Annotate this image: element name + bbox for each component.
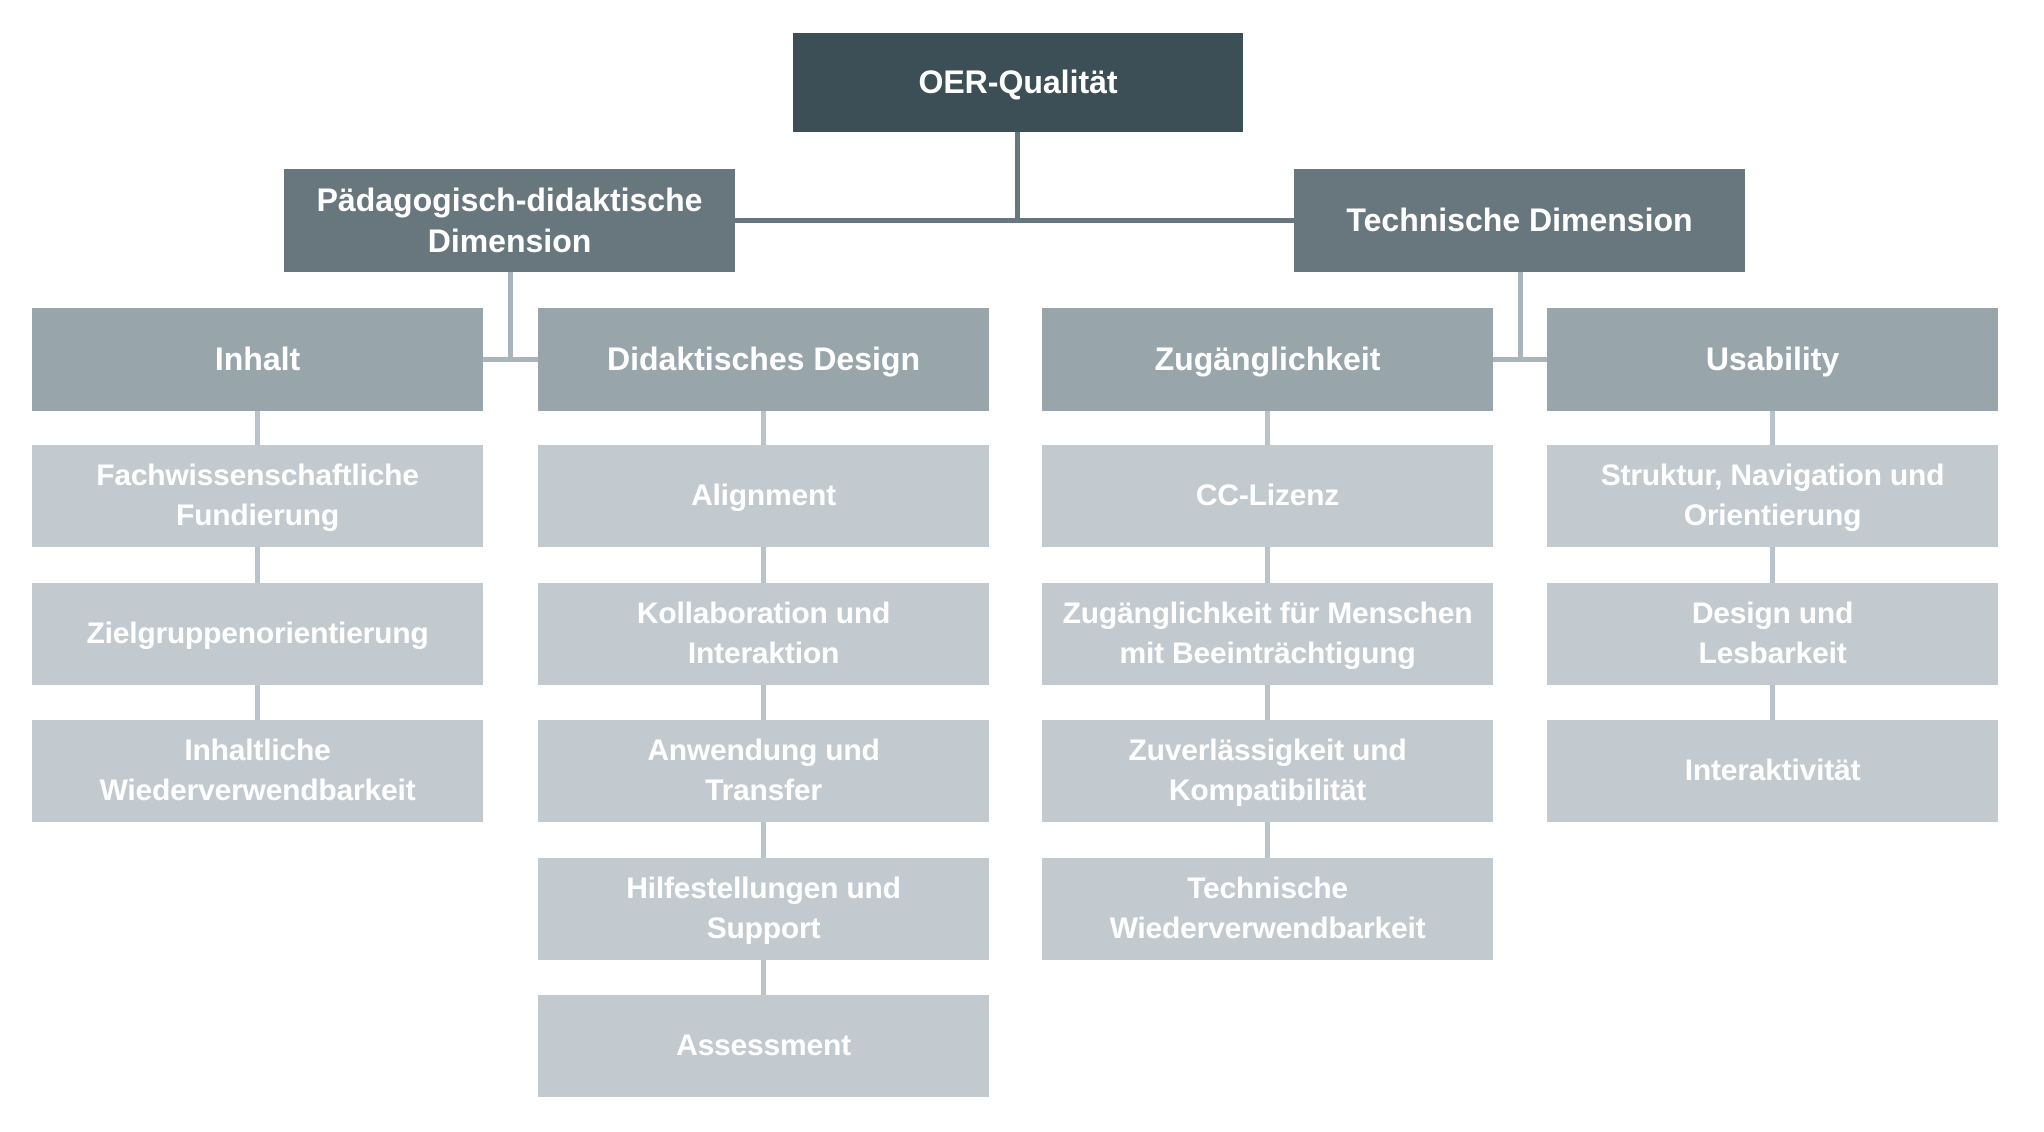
node-zuverlaessigkeit-und-kompatibilitaet: Zuverlässigkeit und Kompatibilität: [1042, 720, 1493, 822]
node-zugaenglichkeit: Zugänglichkeit: [1042, 308, 1493, 411]
node-paedagogisch-didaktische-dimension: Pädagogisch-didaktische Dimension: [284, 169, 735, 272]
connector-col2-seg2: [761, 547, 766, 583]
node-usability: Usability: [1547, 308, 1998, 411]
node-technische-wiederverwendbarkeit: Technische Wiederverwendbarkeit: [1042, 858, 1493, 960]
connector-col4-seg2: [1770, 547, 1775, 583]
node-interaktivitaet: Interaktivität: [1547, 720, 1998, 822]
connector-root-vertical: [1015, 132, 1020, 223]
connector-paedagogisch-horizontal: [483, 357, 538, 362]
node-inhalt: Inhalt: [32, 308, 483, 411]
connector-col2-seg4: [761, 822, 766, 858]
node-didaktisches-design: Didaktisches Design: [538, 308, 989, 411]
connector-col2-seg5: [761, 960, 766, 995]
node-oer-qualitaet: OER-Qualität: [793, 33, 1243, 132]
connector-paedagogisch-vertical: [508, 272, 513, 362]
node-zugaenglichkeit-fuer-menschen: Zugänglichkeit für Menschen mit Beeinträ…: [1042, 583, 1493, 685]
node-assessment: Assessment: [538, 995, 989, 1097]
node-struktur-navigation-orientierung: Struktur, Navigation und Orientierung: [1547, 445, 1998, 547]
node-cc-lizenz: CC-Lizenz: [1042, 445, 1493, 547]
node-technische-dimension: Technische Dimension: [1294, 169, 1745, 272]
connector-col1-seg3: [255, 685, 260, 720]
connector-dimensions-horizontal: [735, 218, 1294, 223]
node-hilfestellungen-und-support: Hilfestellungen und Support: [538, 858, 989, 960]
node-inhaltliche-wiederverwendbarkeit: Inhaltliche Wiederverwendbarkeit: [32, 720, 483, 822]
connector-technisch-vertical: [1518, 272, 1523, 362]
node-fachwissenschaftliche-fundierung: Fachwissenschaftliche Fundierung: [32, 445, 483, 547]
connector-col3-seg3: [1265, 685, 1270, 720]
node-zielgruppenorientierung: Zielgruppenorientierung: [32, 583, 483, 685]
node-alignment: Alignment: [538, 445, 989, 547]
connector-col2-seg1: [761, 411, 766, 445]
connector-col4-seg3: [1770, 685, 1775, 720]
connector-col3-seg4: [1265, 822, 1270, 858]
connector-col3-seg2: [1265, 547, 1270, 583]
connector-col4-seg1: [1770, 411, 1775, 445]
node-anwendung-und-transfer: Anwendung und Transfer: [538, 720, 989, 822]
node-design-und-lesbarkeit: Design und Lesbarkeit: [1547, 583, 1998, 685]
connector-col2-seg3: [761, 685, 766, 720]
connector-col3-seg1: [1265, 411, 1270, 445]
connector-col1-seg1: [255, 411, 260, 445]
connector-technisch-horizontal: [1493, 357, 1547, 362]
connector-col1-seg2: [255, 547, 260, 583]
node-kollaboration-und-interaktion: Kollaboration und Interaktion: [538, 583, 989, 685]
